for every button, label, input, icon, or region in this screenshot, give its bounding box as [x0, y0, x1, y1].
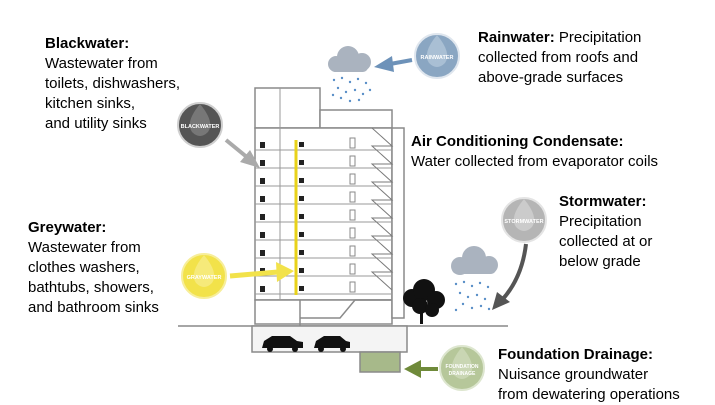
blackwater-title: Blackwater: [45, 35, 130, 52]
foundation-title: Foundation Drainage: [498, 346, 653, 363]
rainwater-label: Rainwater: Precipitation collected from … [478, 28, 641, 88]
rainwater-desc-first: Precipitation [558, 29, 642, 46]
toilet-fixtures [260, 142, 265, 292]
greywater-label: Greywater: Wastewater from clothes washe… [28, 218, 159, 318]
car-left [262, 336, 303, 352]
car-right [314, 336, 350, 352]
greywater-drop-icon: GRAYWATER [181, 253, 227, 299]
greywater-title: Greywater: [28, 219, 107, 236]
rainwater-title: Rainwater: [478, 29, 555, 46]
blackwater-line-4: and utility sinks [45, 115, 147, 132]
greywater-arrow [229, 262, 294, 282]
stormwater-arrow [492, 243, 528, 310]
tree [403, 279, 445, 324]
rainwater-line-2: above-grade surfaces [478, 69, 624, 86]
rainwater-line-1: collected from roofs and [478, 49, 639, 66]
stormwater-badge-label: STORMWATER [504, 219, 543, 225]
stormwater-line-2: collected at or [559, 233, 653, 250]
greywater-line-1: Wastewater from [28, 239, 141, 256]
blackwater-drop-icon: BLACKWATER [177, 102, 223, 148]
condensate-title: Air Conditioning Condensate: [411, 133, 624, 150]
blackwater-line-1: Wastewater from [45, 55, 158, 72]
washer-fixtures [299, 142, 304, 291]
building [251, 87, 408, 373]
rain-cloud-roof [328, 46, 372, 103]
fire-escape-stairs [370, 127, 394, 291]
foundation-badge-label-1: FOUNDATION [446, 364, 479, 370]
rainwater-arrow [374, 56, 413, 72]
foundation-badge-label-2: DRAINAGE [449, 371, 476, 377]
windows [349, 137, 356, 293]
rainwater-badge-label: RAINWATER [421, 55, 454, 61]
stormwater-line-1: Precipitation [559, 213, 642, 230]
stormwater-drop-icon: STORMWATER [501, 197, 547, 243]
foundation-label: Foundation Drainage: Nuisance groundwate… [498, 345, 680, 405]
blackwater-badge-label: BLACKWATER [181, 124, 220, 130]
condensate-line-1: Water collected from evaporator coils [411, 153, 659, 170]
blackwater-arrow [224, 138, 260, 168]
greywater-line-2: clothes washers, [28, 259, 140, 276]
rain-cloud-ground [451, 246, 498, 312]
foundation-line-2: from dewatering operations [498, 386, 680, 403]
greywater-line-3: bathtubs, showers, [28, 279, 154, 296]
blackwater-label: Blackwater: Wastewater from toilets, dis… [45, 34, 180, 134]
blackwater-line-2: toilets, dishwashers, [45, 75, 181, 92]
foundation-line-1: Nuisance groundwater [498, 366, 649, 383]
foundation-arrow [404, 360, 438, 378]
stormwater-title: Stormwater: [559, 193, 647, 210]
stormwater-label: Stormwater: Precipitation collected at o… [559, 192, 652, 272]
condensate-label: Air Conditioning Condensate: Water colle… [411, 132, 658, 172]
stormwater-line-3: below grade [559, 253, 641, 270]
greywater-line-4: and bathroom sinks [28, 299, 159, 316]
foundation-drop-icon: FOUNDATION DRAINAGE [439, 345, 485, 391]
greywater-badge-label: GRAYWATER [187, 275, 222, 281]
blackwater-line-3: kitchen sinks, [45, 95, 136, 112]
rainwater-drop-icon: RAINWATER [414, 33, 460, 79]
